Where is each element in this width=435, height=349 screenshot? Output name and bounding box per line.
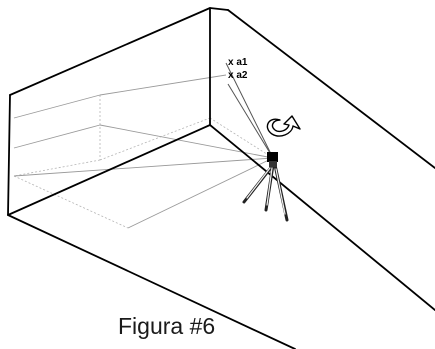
marker-a2-label: x a2 <box>228 70 248 81</box>
marker-a1-label: x a1 <box>228 57 248 68</box>
laser-beams <box>13 62 274 229</box>
tripod-laser-level <box>242 152 289 222</box>
construction-lines <box>13 95 274 229</box>
figure-caption: Figura #6 <box>118 313 215 339</box>
room-outline <box>7 7 435 349</box>
rotation-arrow-icon <box>266 115 301 137</box>
